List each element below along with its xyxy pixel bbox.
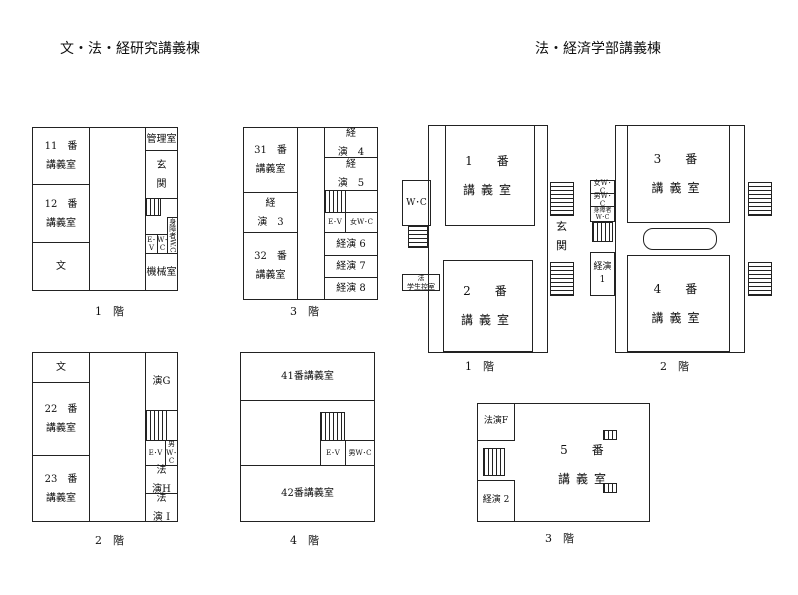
room-3: 3 番 講義室 <box>627 125 730 223</box>
room-5: 5 番 講義室 <box>557 443 612 486</box>
plan-right-1f <box>428 125 548 353</box>
stairs <box>603 430 617 440</box>
room-accessible-wc: 身障者W･C <box>590 206 615 222</box>
room-accessible-wc: 身障者W.C <box>167 217 178 254</box>
room-wc: W･C <box>402 180 431 226</box>
room-23: 23 番 講義室 <box>32 455 90 522</box>
floor-label-left-1f: 1 階 <box>95 305 124 318</box>
stairs-south <box>748 262 772 296</box>
room-ev: E･V <box>320 440 346 466</box>
entrance-label: 玄 関 <box>556 220 567 252</box>
room-42: 42番講義室 <box>240 465 375 522</box>
room-4: 4 番 講義室 <box>627 255 730 352</box>
atrium-void <box>643 228 717 250</box>
stairs <box>320 412 345 441</box>
room-keien-8: 経演 8 <box>324 277 378 300</box>
stairs <box>483 448 505 476</box>
room-32: 32 番 講義室 <box>243 232 298 300</box>
room-genkan: 玄 関 <box>145 150 178 199</box>
room-keien-1: 経演 1 <box>590 252 615 296</box>
room-22: 22 番 講義室 <box>32 382 90 456</box>
room-31: 31 番 講義室 <box>243 127 298 193</box>
room-keien-3: 経 演 3 <box>243 192 298 233</box>
plan-left-4f <box>240 352 375 522</box>
stairs <box>592 222 613 242</box>
floor-label-left-4f: 4 階 <box>290 534 319 547</box>
room-student-waiting: 法 学生控室 <box>402 274 440 291</box>
title-left-building: 文・法・経研究講義棟 <box>60 41 200 57</box>
room-kikai: 機械室 <box>145 253 178 291</box>
room-bun: 文 <box>32 352 90 383</box>
title-right-building: 法・経済学部講義棟 <box>535 41 661 57</box>
room-11: 11 番 講義室 <box>32 127 90 185</box>
stairs <box>603 483 617 493</box>
room-keien-4: 経 演 4 <box>324 127 378 158</box>
plan-right-2f <box>615 125 745 353</box>
room-12: 12 番 講義室 <box>32 184 90 243</box>
room-kanri: 管理室 <box>145 127 178 151</box>
room-keien-2: 経演 2 <box>477 480 515 522</box>
stairs-south <box>550 262 574 296</box>
room-keien-7: 経演 7 <box>324 255 378 278</box>
room-womens-wc: 女W･C <box>345 212 378 233</box>
room-mens-wc: 男W･C <box>590 192 615 208</box>
room-mens-wc: 男W･C <box>345 440 375 466</box>
stairs <box>324 190 346 213</box>
room-keien-6: 経演 6 <box>324 232 378 256</box>
room-en-g: 演G <box>145 352 178 411</box>
room-41: 41番講義室 <box>240 352 375 401</box>
corridor <box>89 352 146 522</box>
floor-label-right-2f: 2 階 <box>660 360 689 373</box>
corridor <box>89 127 146 291</box>
corridor <box>297 127 325 300</box>
room-keien-5: 経 演 5 <box>324 157 378 191</box>
floor-label-right-3f: 3 階 <box>545 532 574 545</box>
floor-label-right-1f: 1 階 <box>465 360 494 373</box>
stairs <box>145 410 167 441</box>
stairs <box>145 198 161 216</box>
stairs <box>408 226 428 248</box>
room-houen-f: 法演F <box>477 403 515 441</box>
room-houen-i: 法 演 I <box>145 493 178 523</box>
room-ev: E･V <box>324 212 346 233</box>
floor-label-left-2f: 2 階 <box>95 534 124 547</box>
room-1: 1 番 講義室 <box>445 125 535 226</box>
room-wc: W･C <box>157 234 168 254</box>
floor-label-left-3f: 3 階 <box>290 305 319 318</box>
room-bun: 文 <box>32 242 90 291</box>
plan-right-3f <box>477 403 650 522</box>
room-2: 2 番 講義室 <box>443 260 533 352</box>
stairs-north <box>748 182 772 216</box>
stairs-north <box>550 182 574 216</box>
